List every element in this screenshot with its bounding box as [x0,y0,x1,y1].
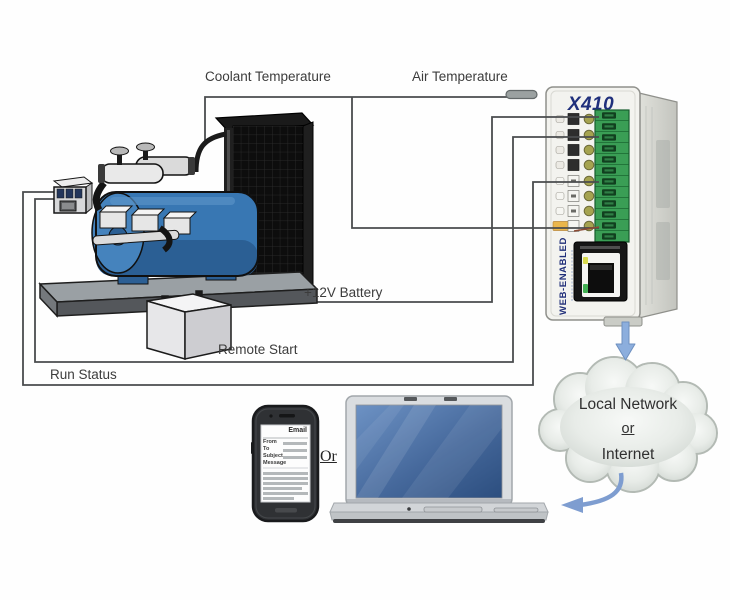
email-field-message: Message [263,460,287,466]
generator-illustration [38,112,319,360]
or-label: Or [320,448,337,465]
smartphone [251,404,320,523]
air-temperature-label: Air Temperature [412,69,508,84]
mufflers [98,142,195,184]
coolant-temperature-label: Coolant Temperature [205,69,331,84]
wire-red-lead [573,226,600,232]
x410-controller: X410 [545,86,678,327]
battery [146,290,232,360]
side-label-block [656,222,670,280]
ethernet-port [573,241,628,302]
activity-led [583,257,588,264]
link-led [583,284,588,293]
wire-sensor-to-controller [351,97,599,229]
side-label-block [656,140,670,208]
web-enabled-label: WEB-ENABLED [558,237,569,315]
wire-remote-start [34,136,599,363]
laptop-screen [355,404,503,499]
phone-home-bar [275,508,297,513]
cloud-text-or: or [621,421,635,437]
remote-start-label: Remote Start [218,342,298,357]
wire-12v-battery [295,116,599,303]
cloud-text-local-network: Local Network [578,396,678,413]
cloud-text-internet: Internet [601,446,655,463]
email-body-lines [263,472,308,500]
email-field-from: From [263,439,277,445]
control-panel [52,176,94,215]
laptop-latch [423,506,483,513]
arrow-controller-to-cloud [615,321,636,361]
battery-12v-label: +12V Battery [304,285,383,300]
wire-run-status [22,181,599,386]
email-field-to: To [263,446,270,452]
network-cloud [538,356,718,493]
wiring [22,96,599,386]
phone-camera [269,414,273,418]
terminal-block [594,109,630,243]
email-field-subject: Subject [263,453,283,459]
laptop [329,395,549,523]
exhaust-elbow [92,180,107,212]
valve-covers [92,205,198,246]
email-screen-title: Email [288,427,307,434]
email-field-bars [283,442,307,459]
wire-coolant-temperature [204,96,507,145]
run-status-label: Run Status [50,367,117,382]
air-temp-sensor [505,89,538,100]
phone-speaker [279,414,295,418]
engine-hose [158,225,173,253]
radiator-guard-pipe [193,131,227,173]
arrow-cloud-to-laptop [561,472,624,513]
